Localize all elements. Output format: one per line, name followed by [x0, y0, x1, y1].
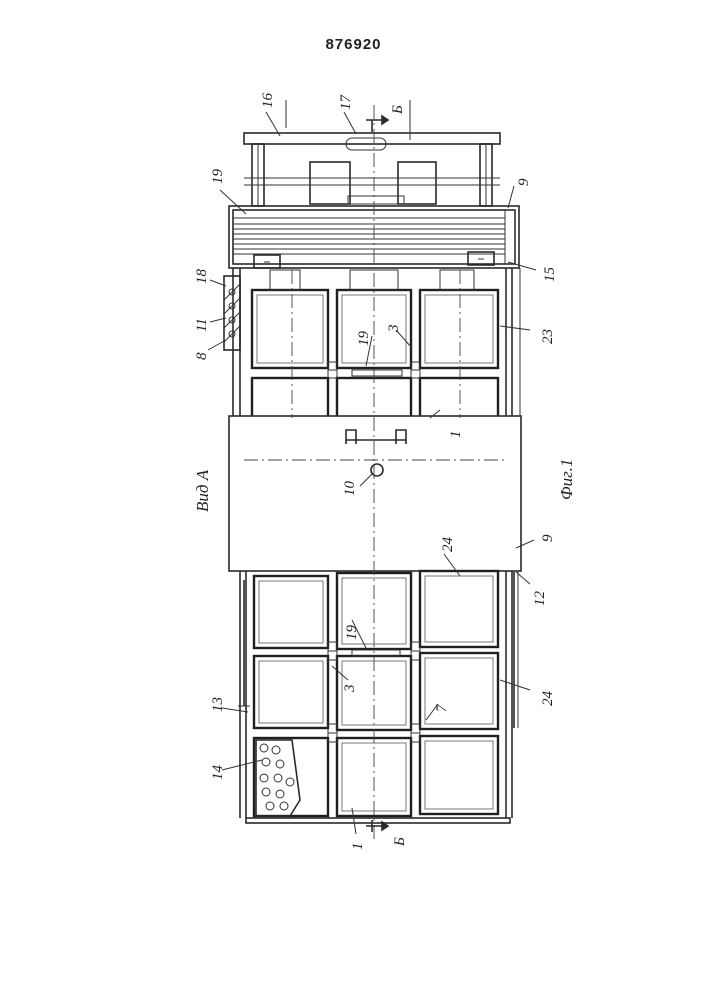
section-mark-top: Б	[390, 105, 406, 115]
label-3-top: 3	[386, 325, 402, 334]
label-11: 11	[194, 318, 210, 332]
label-24-b: 24	[540, 691, 556, 707]
label-1-top: 1	[448, 431, 464, 439]
label-18: 18	[194, 269, 210, 285]
label-10: 10	[342, 481, 358, 497]
figure-label: Фиг.1	[557, 459, 576, 500]
label-23: 23	[540, 329, 556, 344]
side-mechanism	[224, 276, 240, 350]
label-12: 12	[532, 591, 548, 607]
label-19-mid: 19	[356, 331, 372, 347]
label-19-low: 19	[344, 625, 360, 641]
view-label: Вид А	[193, 469, 212, 512]
top-bracket	[244, 133, 500, 206]
label-14: 14	[210, 765, 226, 781]
label-24-a: 24	[440, 537, 456, 553]
label-9-bottom: 9	[540, 534, 556, 542]
label-17: 17	[338, 94, 354, 111]
label-13: 13	[210, 697, 226, 712]
label-16: 16	[260, 93, 276, 109]
label-15: 15	[542, 267, 558, 283]
section-mark-bottom: Б	[392, 837, 408, 847]
label-9-top: 9	[516, 178, 532, 186]
label-3-low: 3	[342, 685, 358, 694]
label-1-bottom: 1	[350, 843, 366, 851]
upper-cell-grid	[252, 270, 498, 418]
cover-plate	[229, 416, 521, 571]
label-19-top: 19	[210, 169, 226, 185]
lower-cell-grid	[254, 571, 498, 816]
label-8: 8	[194, 352, 210, 360]
